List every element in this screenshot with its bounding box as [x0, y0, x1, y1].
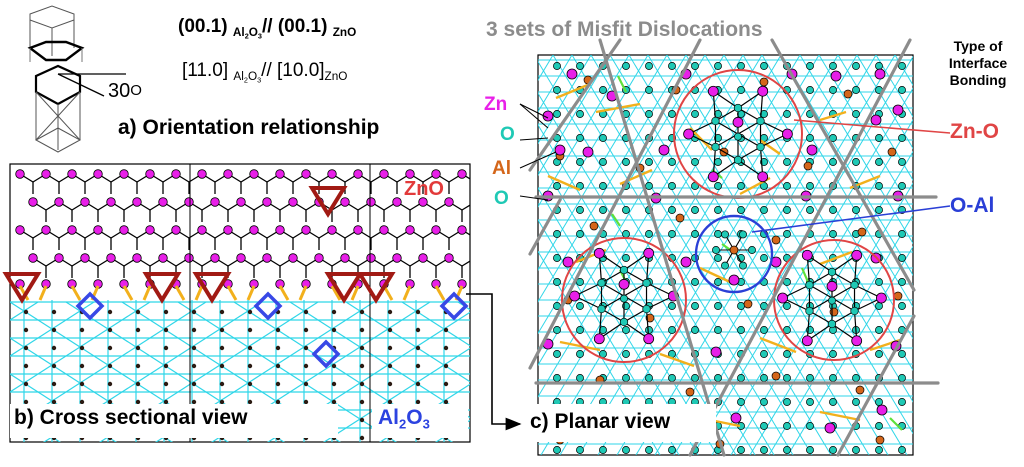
al-atoms [23, 309, 449, 441]
planar-view-overlay [528, 38, 940, 457]
caption-a: a) Orientation relationship [118, 116, 380, 139]
zn-cluster [683, 85, 793, 183]
zno-layer-label: ZnO [404, 178, 444, 200]
legend-al: Al [492, 158, 511, 179]
planar-view-structure [538, 55, 913, 455]
orientation-sketch [27, 5, 126, 153]
zn-cluster [777, 249, 887, 347]
angle-label: 30O [108, 80, 142, 102]
zn-o-region-right [773, 239, 895, 361]
o-al-leader [751, 205, 951, 233]
caption-c-backdrop [520, 404, 716, 442]
misfit-dislocation-lines [528, 38, 940, 457]
al2o3-hex-prism [34, 64, 82, 153]
o-al-cluster [712, 230, 756, 286]
caption-b-backdrop [10, 404, 338, 438]
cross-section-markers [2, 186, 469, 369]
misfit-dislocations-title: 3 sets of Misfit Dislocations [486, 18, 763, 41]
o-al-region [694, 214, 774, 294]
legend-zn: Zn [484, 94, 508, 115]
al2o3-label-backdrop [372, 404, 468, 438]
zn-o-bond-label: Zn-O [950, 120, 999, 143]
cross-section-frame [9, 163, 471, 443]
bonding-type-title: Type of Interface Bonding [948, 38, 1008, 88]
epitaxy-plane-relation: (00.1) Al2O3// (00.1) ZnO [178, 16, 357, 41]
zno-hex-prism [27, 5, 85, 62]
zn-o-leader [793, 119, 951, 134]
o-al-bond-label: O-Al [950, 194, 995, 217]
panel-link-arrow [466, 293, 522, 431]
al2o3-substrate-label: Al2O3 [378, 406, 430, 432]
legend-o-lower: O [494, 188, 509, 209]
legend-leaders [519, 103, 557, 201]
zn-o-region-left [561, 237, 687, 363]
caption-c: c) Planar view [530, 410, 671, 433]
interface-bonds-planar [547, 82, 901, 428]
legend-o-upper: O [500, 124, 515, 145]
epitaxy-direction-relation: [11.0] Al2O3// [10.0]ZnO [182, 60, 348, 85]
caption-b: b) Cross sectional view [14, 406, 248, 429]
angle-ray-2 [57, 73, 105, 97]
